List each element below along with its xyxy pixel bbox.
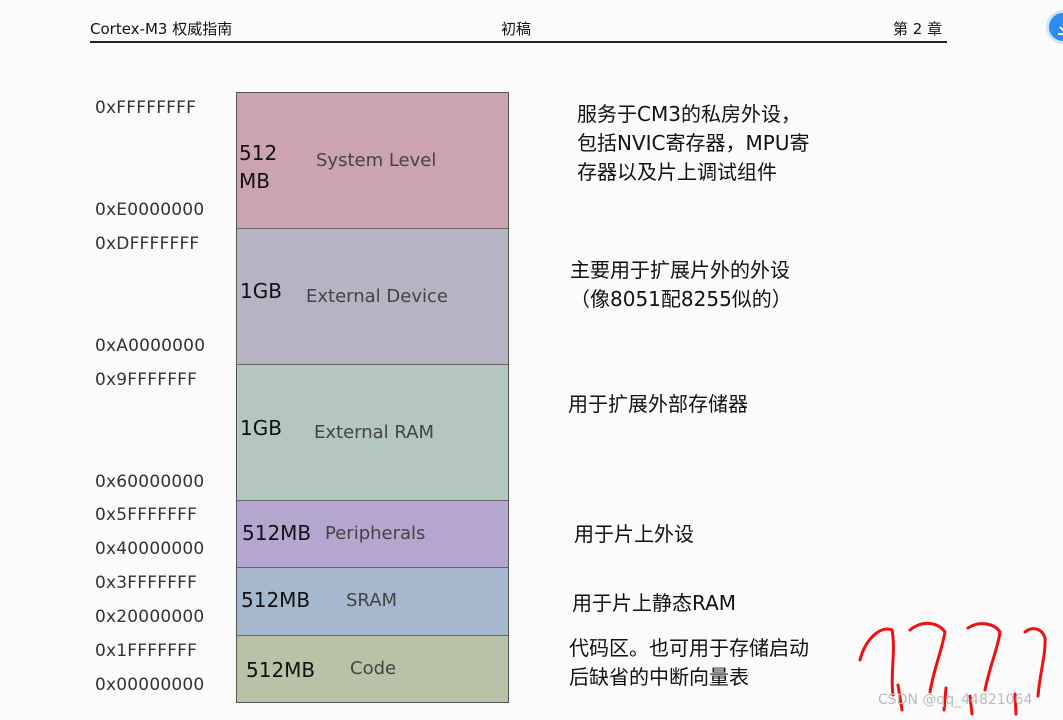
region-code: 512MB Code bbox=[237, 636, 508, 702]
address-label: 0x60000000 bbox=[95, 472, 205, 492]
address-label: 0xDFFFFFFF bbox=[95, 234, 200, 254]
description-line: 后缺省的中断向量表 bbox=[569, 665, 749, 689]
region-size: 512 MB bbox=[239, 139, 277, 195]
address-label: 0x1FFFFFFF bbox=[95, 641, 198, 661]
region-name: Peripherals bbox=[325, 523, 426, 544]
description-sram: 用于片上静态RAM bbox=[572, 591, 737, 615]
memory-map: 512 MB System Level 1GB External Device … bbox=[236, 92, 509, 703]
address-label: 0x20000000 bbox=[95, 607, 205, 627]
region-size-line: 512 bbox=[239, 141, 278, 165]
address-label: 0x40000000 bbox=[95, 539, 205, 559]
address-label: 0x3FFFFFFF bbox=[95, 573, 198, 593]
address-label: 0x5FFFFFFF bbox=[95, 505, 198, 525]
address-label: 0xA0000000 bbox=[95, 336, 206, 356]
region-size: 512MB bbox=[241, 588, 311, 612]
description-line: 主要用于扩展片外的外设 bbox=[570, 258, 790, 282]
region-size: 1GB bbox=[240, 279, 282, 303]
address-label: 0xE0000000 bbox=[95, 200, 205, 220]
description-system-level: 服务于CM3的私房外设， 包括NVIC寄存器，MPU寄 存器以及片上调试组件 bbox=[577, 100, 809, 187]
region-sram: 512MB SRAM bbox=[237, 568, 508, 636]
region-external-ram: 1GB External RAM bbox=[237, 365, 508, 501]
download-icon[interactable] bbox=[1046, 10, 1063, 44]
region-name: Code bbox=[350, 658, 397, 679]
region-size: 512MB bbox=[246, 658, 316, 682]
watermark: CSDN @qq_44821064 bbox=[878, 692, 1033, 708]
region-external-device: 1GB External Device bbox=[237, 229, 508, 365]
header-right: 第 2 章 bbox=[893, 20, 943, 38]
region-peripherals: 512MB Peripherals bbox=[237, 501, 508, 568]
region-name: SRAM bbox=[346, 590, 398, 611]
region-size: 512MB bbox=[242, 521, 312, 545]
region-name: System Level bbox=[316, 150, 437, 171]
handwritten-scribble bbox=[858, 622, 1047, 716]
description-code: 代码区。也可用于存储启动 后缺省的中断向量表 bbox=[569, 634, 809, 692]
header-rule bbox=[90, 41, 947, 43]
region-size-line: MB bbox=[239, 169, 270, 193]
region-system-level: 512 MB System Level bbox=[237, 93, 508, 229]
header-left: Cortex-M3 权威指南 bbox=[90, 20, 233, 38]
description-line: 代码区。也可用于存储启动 bbox=[569, 636, 809, 660]
address-label: 0x00000000 bbox=[95, 675, 205, 695]
region-name: External RAM bbox=[314, 422, 435, 443]
description-line: 包括NVIC寄存器，MPU寄 bbox=[577, 131, 810, 155]
address-label: 0x9FFFFFFF bbox=[95, 370, 198, 390]
description-line: （像8051配8255似的） bbox=[570, 287, 792, 311]
header-center: 初稿 bbox=[501, 20, 532, 38]
description-line: 服务于CM3的私房外设， bbox=[577, 102, 801, 126]
description-line: 存器以及片上调试组件 bbox=[577, 160, 777, 184]
description-peripherals: 用于片上外设 bbox=[574, 522, 694, 546]
description-external-device: 主要用于扩展片外的外设 （像8051配8255似的） bbox=[570, 256, 792, 314]
region-name: External Device bbox=[306, 286, 448, 307]
address-label: 0xFFFFFFFF bbox=[95, 98, 197, 118]
description-external-ram: 用于扩展外部存储器 bbox=[568, 392, 748, 416]
region-size: 1GB bbox=[240, 416, 282, 440]
